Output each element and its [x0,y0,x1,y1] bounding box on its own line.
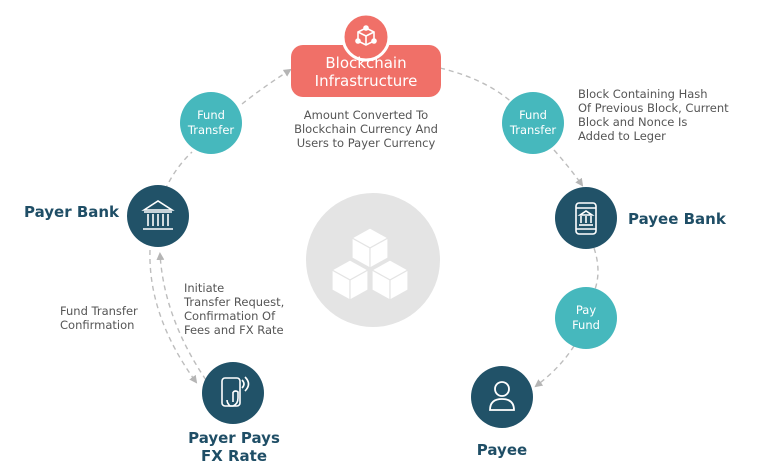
connector-payeebank-to-payfund [593,247,599,293]
title-line2: Infrastructure [315,72,418,90]
pay-fund-line2: Fund [572,318,600,332]
blockchain-infrastructure-node: Blockchain Infrastructure [291,12,441,97]
initiate-line1: Initiate [184,281,225,295]
initiate-line3: Confirmation Of [184,309,276,323]
fund-transfer-right-node: Fund Transfer [502,92,564,154]
title-line1: Blockchain [325,54,406,72]
payer-pays-label-line2: FX Rate [200,447,268,465]
payee-node [471,366,533,428]
connector-payer-to-payerbank [156,252,207,381]
payer-bank-label: Payer Bank [24,203,120,221]
fund-transfer-left-node: Fund Transfer [180,92,242,154]
connector-blockchain-to-right [439,67,519,109]
user-icon [489,381,515,411]
fund-confirmation-annotation: Fund Transfer Confirmation [60,304,150,332]
payee-bank-label: Payee Bank [628,210,726,228]
blockchain-network-icon [355,25,377,46]
center-caption: Amount Converted To Blockchain Currency … [280,108,452,150]
bank-icon [141,200,175,230]
fund-transfer-right-line2: Transfer [509,123,557,137]
center-cubes-graphic [306,193,440,327]
connector-payerbank-to-fundtransfer [164,151,193,191]
fund-confirmation-line1: Fund Transfer [60,304,138,318]
pay-fund-node: Pay Fund [555,287,617,349]
center-caption-line2: Blockchain Currency And [294,122,438,136]
fund-transfer-right-line1: Fund [519,108,547,122]
connector-fundtransfer-to-payeebank [553,149,584,187]
connector-payfund-to-payee [534,345,575,388]
payer-pays-label: Payer Pays FX Rate [178,429,290,465]
fund-confirmation-line2: Confirmation [60,318,135,332]
fund-transfer-left-line1: Fund [197,108,225,122]
connector-payerbank-to-payer [149,249,198,384]
payer-bank-node [127,185,189,247]
connector-left-to-blockchain [241,68,292,105]
fund-transfer-left-line2: Transfer [187,123,235,137]
payer-pays-node [202,362,264,424]
payee-bank-node [555,187,617,249]
block-hash-annotation: Block Containing Hash Of Previous Block,… [578,87,754,143]
center-caption-line3: Users to Payer Currency [296,136,436,150]
pay-fund-line1: Pay [576,303,596,317]
mobile-bank-icon [575,202,597,235]
tap-to-pay-icon [221,376,250,407]
block-hash-line1: Block Containing Hash [578,87,708,101]
initiate-annotation: Initiate Transfer Request, Confirmation … [184,281,304,337]
initiate-line4: Fees and FX Rate [184,323,284,337]
payer-pays-label-line1: Payer Pays [188,429,280,447]
block-hash-line2: Of Previous Block, Current [578,101,729,115]
block-hash-line3: Block and Nonce Is [578,115,688,129]
center-caption-line1: Amount Converted To [303,108,429,122]
initiate-line2: Transfer Request, [184,295,285,309]
payee-label: Payee [476,441,528,459]
block-hash-line4: Added to Leger [578,129,666,143]
